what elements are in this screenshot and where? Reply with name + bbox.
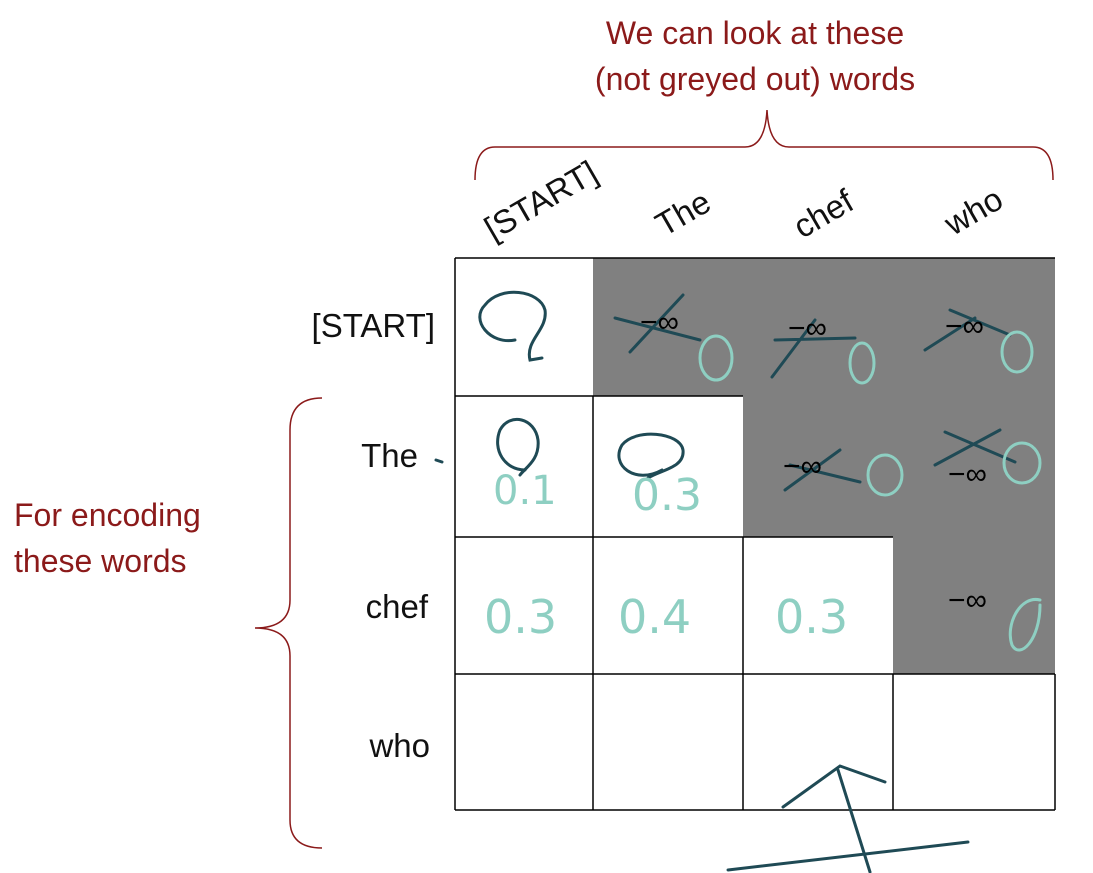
question-mark-the-start (496, 418, 540, 477)
cross-mark-1 (613, 293, 702, 354)
teal-ink-strokes (698, 330, 1042, 652)
neg-inf-r1-c3: −∞ (948, 458, 987, 491)
left-annotation: For encoding these words (14, 492, 244, 584)
cross-mark-3 (923, 308, 1012, 352)
row-header-start: [START] (311, 307, 435, 344)
row-header-chef: chef (365, 588, 428, 625)
top-bracket (474, 109, 1054, 181)
question-mark-the-the (617, 432, 685, 480)
neg-inf-r0-c2: −∞ (788, 312, 827, 345)
neg-inf-r2-c3: −∞ (948, 584, 987, 617)
hand-value-r2-c2: 0.3 (775, 590, 849, 644)
hand-value-r2-c0: 0.3 (484, 590, 558, 644)
left-annotation-line2: these words (14, 543, 187, 579)
tick-the-row (434, 458, 444, 464)
row-header-who: who (369, 727, 430, 764)
row-header-the: The (361, 437, 418, 474)
cross-mark-4 (783, 448, 862, 492)
underline-stroke (726, 840, 970, 872)
top-annotation: We can look at these (not greyed out) wo… (540, 10, 970, 102)
left-bracket (254, 397, 323, 849)
neg-inf-r0-c1: −∞ (640, 306, 679, 339)
top-annotation-line2: (not greyed out) words (594, 61, 916, 97)
teal-zero-5 (1002, 441, 1042, 485)
hand-value-r1-c0: 0.1 (493, 468, 557, 514)
teal-zero-3 (1000, 330, 1034, 374)
top-annotation-line1: We can look at these (605, 15, 905, 51)
masked-region-row1 (593, 258, 1055, 396)
hand-value-r2-c1: 0.4 (618, 590, 692, 644)
dark-ink-strokes (434, 290, 1017, 873)
grid-lines (454, 257, 1056, 811)
neg-inf-r1-c2: −∞ (783, 450, 822, 483)
teal-zero-1 (698, 334, 734, 382)
masked-region-row3 (893, 537, 1055, 674)
left-annotation-line1: For encoding (14, 497, 201, 533)
teal-zero-6 (1008, 598, 1042, 652)
hand-value-r1-c1: 0.3 (632, 470, 702, 521)
neg-inf-r0-c3: −∞ (945, 310, 984, 343)
teal-zero-4 (866, 453, 904, 497)
question-mark-start-start (478, 290, 547, 362)
teal-zero-2 (848, 341, 876, 385)
cross-mark-2 (770, 318, 857, 379)
arrow-head-who-chef (781, 764, 887, 809)
